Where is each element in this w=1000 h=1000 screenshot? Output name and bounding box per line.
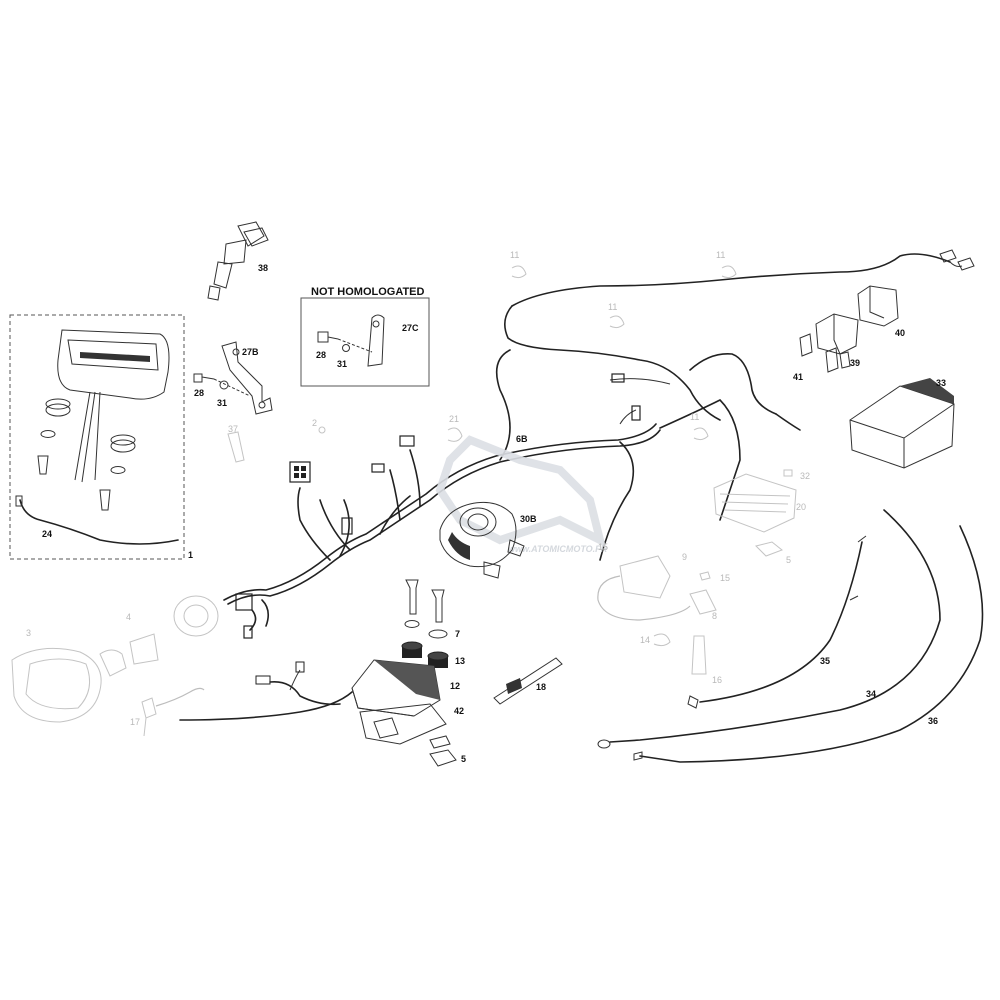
label-28b: 28 xyxy=(316,350,326,360)
label-33: 33 xyxy=(936,378,946,388)
label-4: 4 xyxy=(126,612,131,622)
relays-group: 40 39 41 xyxy=(793,285,905,382)
label-36: 36 xyxy=(928,716,938,726)
label-31b: 31 xyxy=(337,359,347,369)
regulator-20: 32 20 5 xyxy=(713,469,810,565)
label-31a: 31 xyxy=(217,398,227,408)
label-16: 16 xyxy=(712,675,722,685)
wiring-harness-6b: 11 11 11 11 6B xyxy=(223,249,975,639)
label-2: 2 xyxy=(312,418,317,428)
label-11b: 11 xyxy=(716,250,725,260)
label-39: 39 xyxy=(850,358,860,368)
label-41: 41 xyxy=(793,372,803,382)
label-1: 1 xyxy=(188,550,193,560)
box-title: NOT HOMOLOGATED xyxy=(311,286,425,298)
label-17: 17 xyxy=(130,717,140,727)
ignition-group: 15 9 15 8 14 16 xyxy=(597,542,730,685)
label-38: 38 xyxy=(258,263,268,273)
label-42: 42 xyxy=(454,706,464,716)
watermark: www.ATOMICMOTO.FR xyxy=(435,435,608,554)
label-5a: 5 xyxy=(786,555,791,565)
battery-cables: 35 34 36 xyxy=(597,509,984,763)
label-11d: 11 xyxy=(690,412,699,422)
label-37: 37 xyxy=(228,424,238,434)
label-32: 32 xyxy=(800,471,810,481)
label-21: 21 xyxy=(449,414,459,424)
headlight-group: 4 3 17 xyxy=(11,595,219,737)
label-24: 24 xyxy=(42,529,52,539)
battery-33: 33 xyxy=(849,378,955,469)
ecu-group: 7 13 12 42 5 xyxy=(179,579,466,767)
label-34: 34 xyxy=(866,689,876,699)
label-8: 8 xyxy=(712,611,717,621)
label-15a: 15 xyxy=(598,542,608,552)
label-18: 18 xyxy=(536,682,546,692)
label-28a: 28 xyxy=(194,388,204,398)
label-30B: 30B xyxy=(520,514,537,524)
label-3: 3 xyxy=(26,628,31,638)
label-27C: 27C xyxy=(402,323,419,333)
label-35: 35 xyxy=(820,656,830,666)
label-11a: 11 xyxy=(510,250,519,260)
label-20: 20 xyxy=(796,502,806,512)
label-7: 7 xyxy=(455,629,460,639)
label-12: 12 xyxy=(450,681,460,691)
watermark-text: www.ATOMICMOTO.FR xyxy=(508,544,608,554)
handlebar-switch-30b: 30B xyxy=(439,501,537,579)
label-6B: 6B xyxy=(516,434,528,444)
label-5b: 5 xyxy=(461,754,466,764)
label-27B: 27B xyxy=(242,347,259,357)
instrument-cluster-group: 24 1 xyxy=(9,314,193,560)
strap-18: 18 xyxy=(493,657,563,705)
label-13: 13 xyxy=(455,656,465,666)
not-homologated-box: NOT HOMOLOGATED 28 31 27C xyxy=(300,286,430,387)
faded-small-parts: 2 37 21 xyxy=(227,414,463,463)
label-14: 14 xyxy=(640,635,650,645)
bracket-27b: 27B 28 31 xyxy=(193,341,273,415)
switch-38: 38 xyxy=(207,221,269,301)
label-15b: 15 xyxy=(720,573,730,583)
label-9: 9 xyxy=(682,552,687,562)
label-11c: 11 xyxy=(608,302,617,312)
label-40: 40 xyxy=(895,328,905,338)
